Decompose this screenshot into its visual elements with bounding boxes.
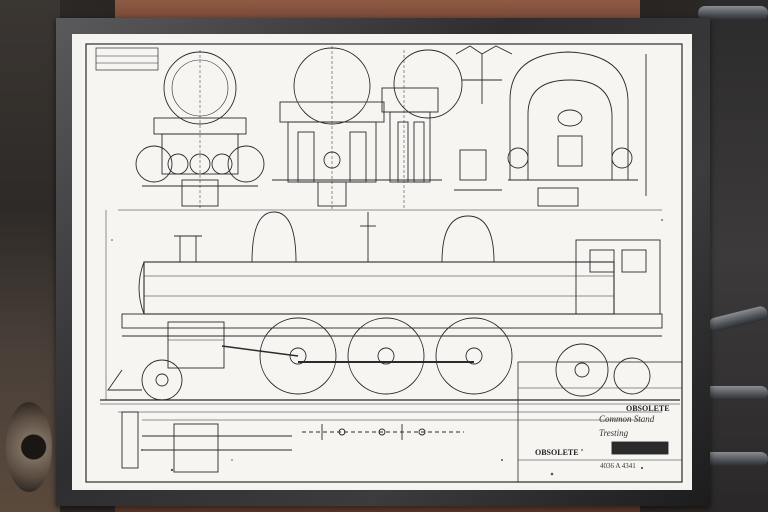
- right-wall: [708, 0, 768, 512]
- legend-line-1: Common Stand: [599, 414, 655, 424]
- legend-line-2: Tresting: [599, 428, 629, 438]
- drawing-number: 4036 A 4341: [600, 462, 636, 470]
- paper-speckles: [111, 219, 663, 476]
- cab-front-view: [507, 51, 647, 207]
- plan-view-details: [121, 411, 464, 473]
- machinery-gear: [6, 402, 52, 492]
- pipe-top: [698, 6, 768, 20]
- end-view-1: [135, 50, 265, 210]
- locomotive-side-elevation: [100, 209, 680, 421]
- valve-detail: [454, 45, 513, 191]
- locomotive-drawing: [85, 43, 683, 483]
- pipe-lower: [698, 386, 768, 400]
- title-block: [517, 361, 683, 483]
- obsolete-stamp-primary: OBSOLETE: [626, 404, 670, 413]
- pipe-bottom: [698, 452, 768, 466]
- end-view-3: [378, 49, 463, 208]
- blueprint-sheet: OBSOLETE Common Stand Tresting OBSOLETE …: [82, 40, 686, 486]
- obsolete-stamp-secondary: OBSOLETE: [535, 448, 579, 457]
- end-view-2: [272, 46, 392, 210]
